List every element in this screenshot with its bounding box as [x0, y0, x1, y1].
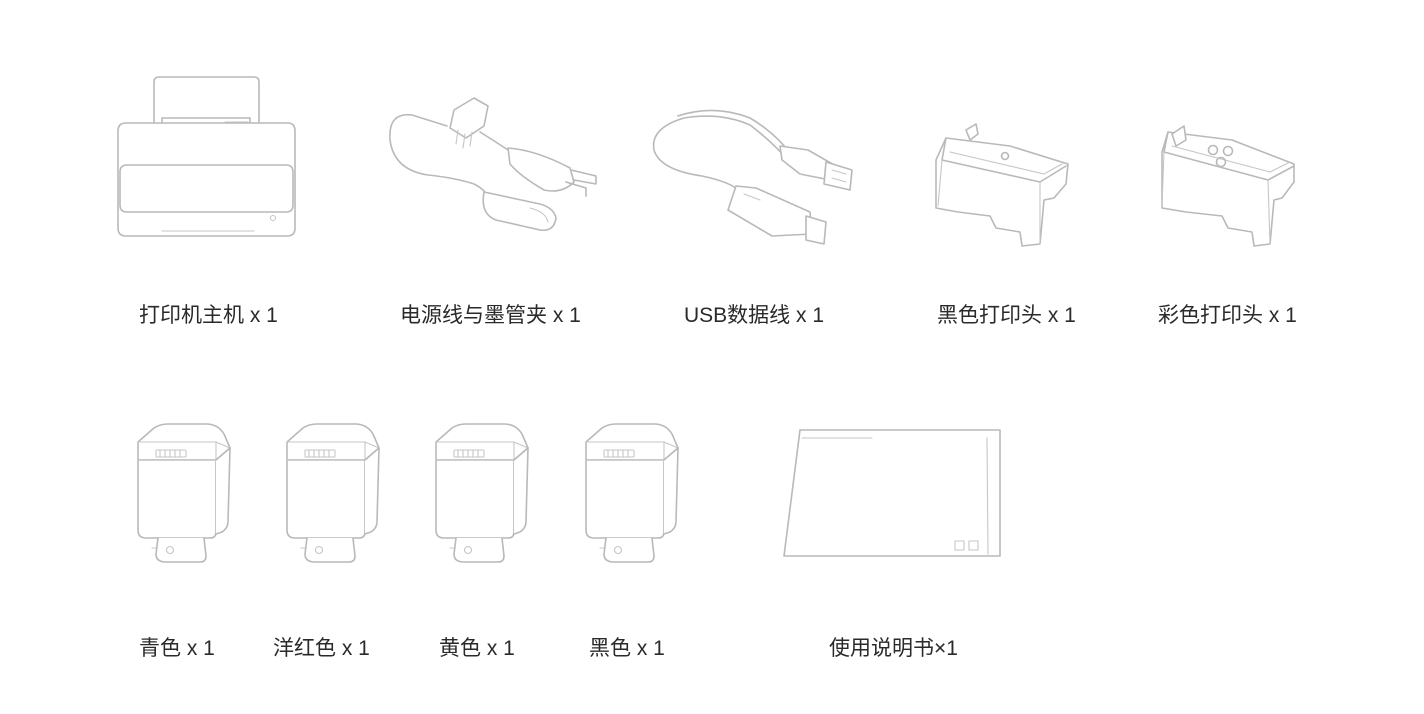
- usb-cable-icon: [654, 110, 852, 244]
- item-label-manual: 使用说明书×1: [829, 637, 958, 660]
- item-label-printer: 打印机主机 x 1: [139, 304, 278, 327]
- item-label-magenta: 洋红色 x 1: [273, 637, 370, 660]
- item-label-black-printhead: 黑色打印头 x 1: [937, 304, 1076, 327]
- item-label-usb-cable: USB数据线 x 1: [684, 304, 825, 327]
- user-manual-icon: [784, 430, 1000, 556]
- power-cord-icon: [390, 98, 596, 230]
- item-label-yellow: 黄色 x 1: [439, 637, 515, 660]
- ink-cartridge-icon: [137, 423, 231, 563]
- item-label-color-printhead: 彩色打印头 x 1: [1158, 304, 1297, 327]
- ink-cartridge-icon: [585, 423, 679, 563]
- black-printhead-icon: [936, 124, 1068, 246]
- color-printhead-icon: [1162, 126, 1294, 246]
- item-label-black: 黑色 x 1: [589, 637, 665, 660]
- printer-icon: [118, 77, 295, 236]
- item-label-cyan: 青色 x 1: [139, 637, 215, 660]
- ink-cartridge-icon: [435, 423, 529, 563]
- ink-cartridge-icon: [286, 423, 380, 563]
- item-label-power-cord: 电源线与墨管夹 x 1: [400, 304, 581, 327]
